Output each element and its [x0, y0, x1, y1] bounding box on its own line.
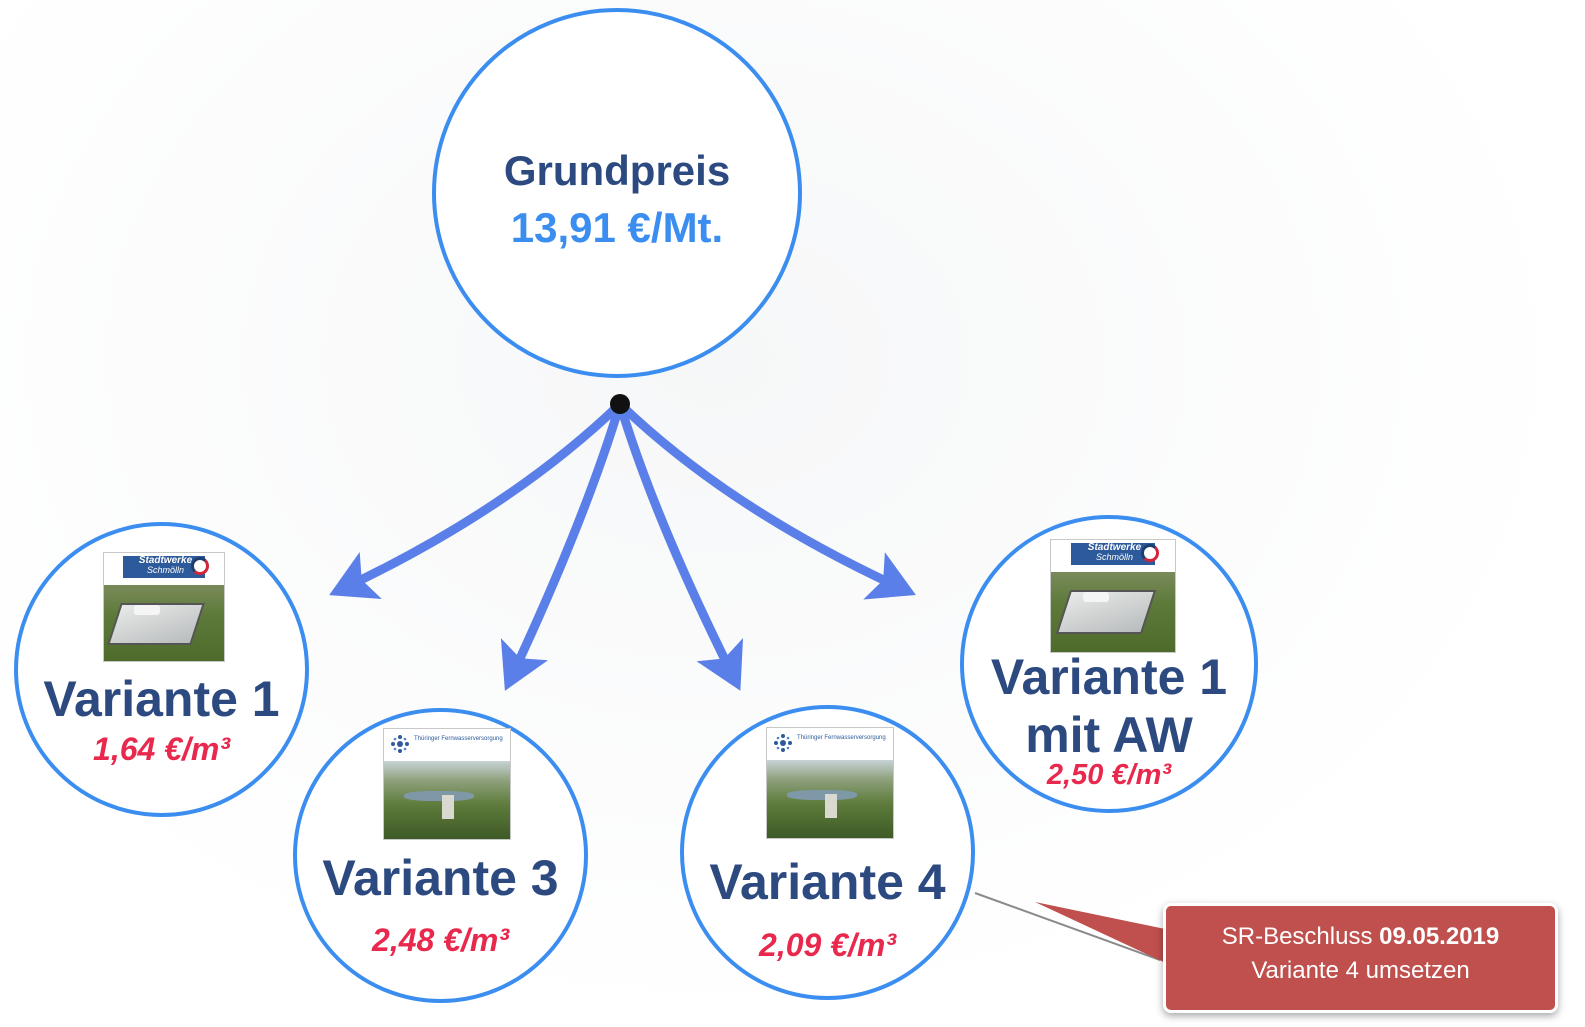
root-title: Grundpreis — [503, 147, 731, 194]
callout-line2: Variante 4 umsetzen — [1251, 956, 1470, 984]
root-value: 13,91 €/Mt. — [510, 204, 724, 251]
variant-3-price: 2,48 €/m³ — [372, 922, 509, 958]
decision-callout: SR-Beschluss 09.05.2019 Variante 4 umset… — [1163, 903, 1558, 1013]
variant-4-title: Variante 4 — [709, 854, 946, 910]
arrow-group — [329, 399, 916, 691]
hub-dot — [610, 394, 630, 414]
arrow-to-variante-1 — [335, 399, 625, 595]
node-variante-3[interactable]: Thüringer Fernwasserversorgung Variante … — [293, 708, 588, 1003]
callout-prefix: SR-Beschluss — [1221, 923, 1380, 950]
water-tank-image — [1051, 572, 1175, 652]
callout-pointer — [1035, 902, 1170, 965]
stadtwerke-ring-icon — [1141, 543, 1160, 562]
tfv-logo: Thüringer Fernwasserversorgung — [388, 732, 506, 756]
variant-3-title: Variante 3 — [322, 850, 559, 906]
arrow-to-variante-3-head — [500, 638, 548, 691]
arrow-to-variante-1-head — [329, 551, 382, 600]
node-variante-4[interactable]: Thüringer Fernwasserversorgung Variante … — [680, 705, 975, 1000]
stadtwerke-ring-icon — [190, 556, 209, 575]
water-tank-image — [104, 585, 224, 661]
callout-date: 09.05.2019 — [1379, 923, 1500, 950]
arrow-to-variante-1-mit-aw-head — [863, 552, 916, 600]
tfv-thumbnail-4: Thüringer Fernwasserversorgung — [766, 727, 894, 839]
arrow-to-variante-4 — [615, 399, 740, 685]
tfv-thumbnail-3: Thüringer Fernwasserversorgung — [383, 728, 511, 840]
water-drops-icon — [774, 734, 792, 752]
arrow-to-variante-1-mit-aw — [615, 399, 910, 595]
tfv-logo: Thüringer Fernwasserversorgung — [771, 731, 889, 755]
reservoir-image — [384, 761, 510, 839]
variant-1-aw-price: 2,50 €/m³ — [1046, 759, 1172, 791]
arrow-to-variante-4-head — [696, 637, 744, 691]
root-node-grundpreis[interactable]: Grundpreis 13,91 €/Mt. — [432, 8, 802, 378]
variant-1-price: 1,64 €/m³ — [93, 731, 230, 767]
variant-1-title: Variante 1 — [43, 671, 280, 727]
variant-4-price: 2,09 €/m³ — [759, 927, 896, 963]
callout-pointer-line — [974, 892, 1161, 961]
water-drops-icon — [391, 735, 409, 753]
reservoir-image — [767, 760, 893, 838]
arrow-to-variante-3 — [505, 399, 625, 685]
